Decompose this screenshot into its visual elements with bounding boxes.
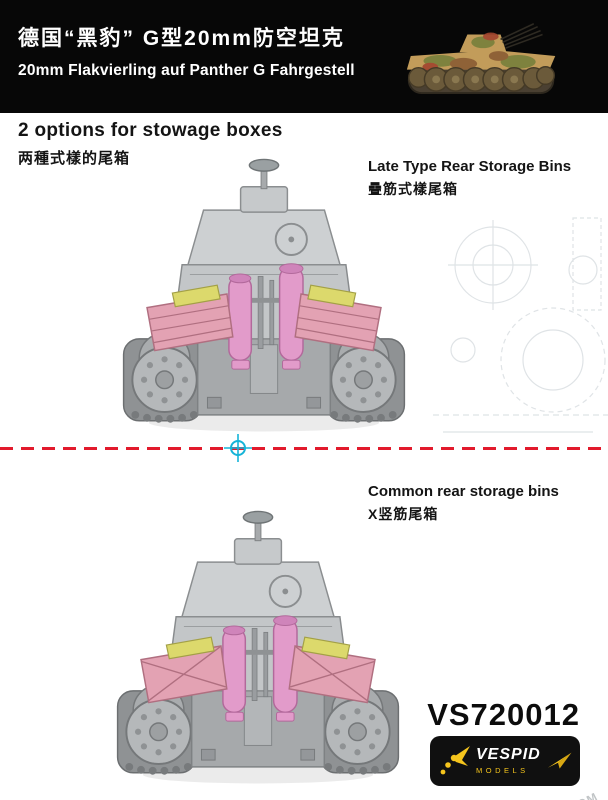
vespid-logo: VESPID MODELS — [430, 736, 580, 786]
registration-mark-icon — [223, 433, 253, 463]
section-heading: 2 options for stowage boxes 两種式樣的尾箱 — [18, 120, 283, 168]
header-bar: 德国“黑豹” G型20mm防空坦克 20mm Flakvierling auf … — [0, 0, 608, 113]
option-1-label-zh: 疊筋式樣尾箱 — [368, 181, 458, 197]
panther-tank-artwork — [401, 12, 606, 98]
option-1-label-en: Late Type Rear Storage Bins — [368, 158, 572, 175]
tank-render-late-type — [108, 148, 420, 440]
option-2-label-zh: X竖筋尾箱 — [368, 506, 439, 522]
brand-sub: MODELS — [476, 766, 529, 776]
product-code: VS720012 — [427, 697, 580, 732]
option-1-label: Late Type Rear Storage Bins 疊筋式樣尾箱 — [368, 158, 571, 199]
blueprint-background — [433, 210, 608, 450]
header-text: 德国“黑豹” G型20mm防空坦克 20mm Flakvierling auf … — [18, 22, 355, 80]
logo-text: VESPID MODELS — [476, 747, 541, 775]
brand-name: VESPID — [476, 746, 541, 764]
section-heading-en: 2 options for stowage boxes — [18, 120, 283, 141]
product-title-en: 20mm Flakvierling auf Panther G Fahrgest… — [18, 62, 355, 79]
cutline-divider — [0, 447, 608, 450]
tank-rear-view-drawing — [122, 158, 406, 432]
section-heading-zh: 两種式樣的尾箱 — [18, 150, 131, 167]
tank-render-common — [102, 500, 414, 792]
option-2-label-en: Common rear storage bins — [368, 483, 559, 500]
product-title-zh: 德国“黑豹” G型20mm防空坦克 — [18, 27, 345, 50]
camo-tank-side-view — [406, 23, 556, 95]
tank-rear-view-drawing — [116, 510, 400, 784]
swallow-logo-icon — [440, 746, 470, 775]
paper-plane-icon — [547, 752, 572, 769]
option-2-label: Common rear storage bins X竖筋尾箱 — [368, 483, 559, 524]
